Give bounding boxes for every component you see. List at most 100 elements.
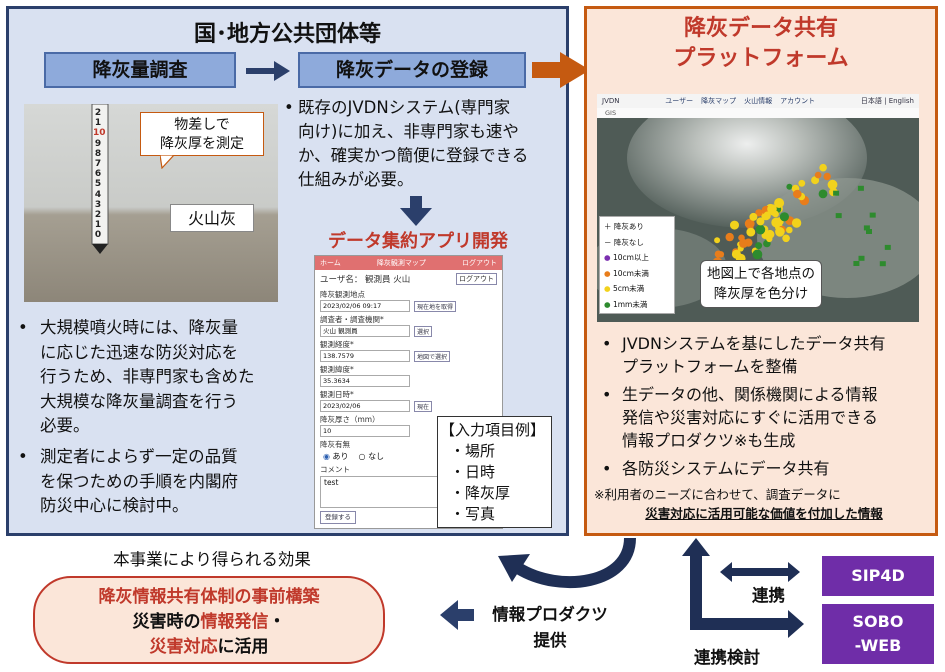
map-marker	[863, 225, 870, 231]
map-dot	[814, 171, 822, 179]
app-field-input[interactable]: 10	[320, 425, 410, 437]
app-field-button[interactable]: 現在地を取得	[414, 300, 457, 312]
effect-text: ・	[268, 612, 286, 632]
map-subheader: GIS	[597, 108, 919, 118]
legend-label: 1mm未満	[612, 299, 648, 309]
map-dot	[774, 198, 785, 208]
app-field-button[interactable]: 選択	[414, 325, 433, 337]
footnote-line: ※利用者のニーズに合わせて、調査データに	[594, 487, 841, 502]
map-dot	[755, 209, 763, 217]
map-callout: 地図上で各地点の 降灰厚を色分け	[700, 260, 822, 308]
app-user-row: ユーザ名： 観測員 火山 ログアウト	[315, 270, 502, 288]
effect-header: 本事業により得られる効果	[113, 550, 311, 569]
map-menu-item[interactable]: 火山情報	[744, 97, 773, 105]
input-example-item: ・写真	[450, 505, 496, 523]
map-header: JVDN ユーザー 降灰マップ 火山情報 アカウント 日本語 | English	[597, 94, 919, 108]
app-radio-group: ◉ あり ○ なし	[315, 451, 502, 462]
ruler-digit: 1	[94, 118, 102, 129]
sip4d-box: SIP4D	[822, 556, 934, 596]
link-label: 連携	[752, 586, 785, 605]
map-dot	[771, 217, 782, 228]
app-field-label: 降灰厚さ（mm）	[320, 415, 380, 424]
app-field-button[interactable]: 地図で選択	[414, 350, 451, 362]
map-marker	[835, 213, 842, 219]
app-submit-button[interactable]: 登録する	[320, 511, 356, 524]
app-field-input[interactable]: 2023/02/06 09:17	[320, 300, 410, 312]
ruler-digit: 8	[94, 148, 102, 159]
curved-arrow-icon	[498, 537, 636, 589]
app-radio-yes[interactable]: ◉ あり	[323, 452, 349, 461]
left-bullet-2: • 測定者によらず一定の品質 を保つための手順を内閣府 防災中心に検討中。	[18, 445, 330, 519]
map-menu-item[interactable]: 降灰マップ	[701, 97, 737, 105]
right-panel-title: 降灰データ共有 プラットフォーム	[584, 14, 938, 74]
ruler-digit: 10	[93, 128, 106, 139]
app-field-label: 観測日時*	[320, 390, 354, 399]
effect-text: に活用	[217, 637, 269, 657]
app-radio-yes-label: あり	[332, 452, 349, 461]
ruler-digit: 5	[94, 179, 102, 190]
sobo-web-box: SOBO -WEB	[822, 604, 934, 664]
app-form-field: 観測日時*2023/02/06 現在	[315, 388, 502, 413]
map-callout-line: 降灰厚を色分け	[713, 286, 809, 302]
text-line: 行うため、非専門家も含めた	[40, 367, 255, 386]
register-box: 降灰データの登録	[298, 52, 526, 88]
app-logout-button[interactable]: ログアウト	[456, 273, 497, 285]
map-dot	[786, 226, 793, 234]
legend-label: 5cm未満	[612, 284, 645, 293]
register-bullet: • 既存のJVDNシステム(専門家 向け)に加え、非専門家も速や か、確実かつ簡…	[284, 96, 578, 192]
map-marker	[884, 244, 891, 250]
legend-item: ● 10cm以上	[604, 250, 670, 266]
map-dot	[766, 235, 773, 243]
product-label-line: 提供	[533, 631, 567, 650]
legend-label: 10cm以上	[612, 253, 649, 262]
link-study-label: 連携検討	[694, 648, 760, 667]
app-form-field: 観測緯度*35.3634	[315, 363, 502, 388]
input-example-box: 【入力項目例】 ・場所 ・日時 ・降灰厚 ・写真	[437, 416, 552, 528]
legend-item: ● 5cm未満	[604, 281, 670, 297]
map-dot	[739, 238, 748, 248]
left-panel-title: 国･地方公共団体等	[193, 22, 381, 47]
text-line: を保つための手順を内閣府	[40, 471, 238, 491]
map-lang-switch[interactable]: 日本語 | English	[860, 97, 914, 105]
footnote-line-emphasis: 災害対応に活用可能な価値を付加した情報	[645, 506, 883, 521]
app-field-input[interactable]: 35.3634	[320, 375, 410, 387]
app-home-link[interactable]: ホーム	[320, 259, 341, 267]
map-marker	[857, 185, 864, 191]
text-line: 仕組みが必要。	[298, 170, 414, 189]
map-dot	[755, 224, 766, 235]
map-dot	[714, 237, 721, 244]
legend-item: ● 1mm未満	[604, 297, 670, 313]
app-field-input[interactable]: 138.7579	[320, 350, 410, 362]
text-line: 必要。	[40, 416, 90, 435]
ash-label: 火山灰	[170, 204, 254, 232]
app-radio-no[interactable]: ○ なし	[358, 452, 385, 461]
effect-line: 災害対応に活用	[35, 635, 383, 660]
map-dot	[730, 220, 739, 230]
input-example-title: 【入力項目例】	[440, 421, 546, 439]
legend-label: 降灰なし	[613, 237, 644, 247]
input-example-item: ・降灰厚	[450, 484, 511, 502]
left-bullet-1: • 大規模噴火時には、降灰量 に応じた迅速な防災対応を 行うため、非専門家も含め…	[18, 316, 330, 439]
map-menu-item[interactable]: ユーザー	[665, 97, 694, 105]
map-dot	[791, 218, 802, 228]
app-field-input[interactable]: 火山 観測員	[320, 325, 410, 337]
effect-line: 災害時の情報発信・	[35, 610, 383, 635]
map-screenshot: JVDN ユーザー 降灰マップ 火山情報 アカウント 日本語 | English…	[597, 94, 919, 322]
app-field-label: 降灰観測地点	[320, 290, 365, 299]
app-comment-label: コメント	[320, 465, 350, 474]
input-example-item: ・日時	[450, 463, 496, 481]
sobo-line: -WEB	[854, 636, 902, 655]
text-line: 大規模な降灰量調査を行う	[40, 391, 238, 411]
app-title: データ集約アプリ開発	[328, 231, 508, 252]
map-menu-item[interactable]: アカウント	[780, 97, 816, 105]
app-header-title: 降灰観測マップ	[376, 259, 426, 267]
map-dot	[798, 179, 806, 187]
text-line: 測定者によらず一定の品質	[40, 447, 238, 466]
legend-item: － 降灰なし	[604, 235, 670, 251]
app-field-input[interactable]: 2023/02/06	[320, 400, 410, 412]
map-dot	[793, 189, 802, 199]
ruler-icon	[91, 104, 109, 254]
app-logout-link[interactable]: ログアウト	[461, 259, 497, 267]
effect-line: 降灰情報共有体制の事前構築	[98, 587, 320, 607]
app-field-button[interactable]: 現在	[414, 400, 433, 412]
